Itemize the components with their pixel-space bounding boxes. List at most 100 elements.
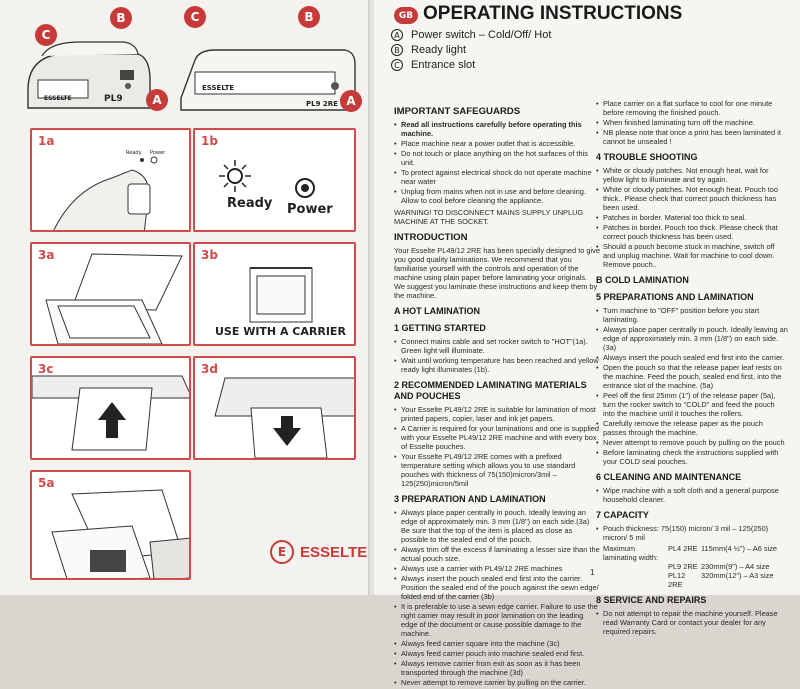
safeguard-item: Read all instructions carefully before o…: [394, 120, 600, 138]
manual-spread: C B A ESSELTE PL9 C B A ESSELTE PL9 2RE …: [0, 0, 800, 595]
list-item: Always remove carrier from exit as soon …: [394, 659, 600, 677]
list-item: Do not attempt to repair the machine you…: [596, 609, 788, 636]
cleaning-title: 6 CLEANING AND MAINTENANCE: [596, 472, 742, 482]
callout-a: A: [146, 89, 168, 111]
preparation-title: 3 PREPARATION AND LAMINATION: [394, 494, 546, 504]
capacity-thickness: Pouch thickness: 75(150) micron/ 3 mil –…: [596, 524, 788, 542]
list-item: Your Esselte PL49/12 2RE comes with a pr…: [394, 452, 600, 488]
cold-lamination-title: B COLD LAMINATION: [596, 275, 689, 285]
callout-b: B: [110, 7, 132, 29]
pouch-illustration: [45, 253, 183, 344]
panel-3d-label: 3d: [201, 362, 218, 376]
list-item: Always use a carrier with PL49/12 2RE ma…: [394, 564, 600, 573]
list-item: NB please note that once a print has bee…: [596, 128, 788, 146]
safeguard-item: Unplug from mains when not in use and be…: [394, 187, 600, 205]
callout-a-large: A: [340, 90, 362, 112]
panel-1a-ready-label: Ready: [126, 150, 142, 156]
ready-text: Ready: [227, 196, 273, 211]
panel-1a-label: 1a: [38, 134, 55, 148]
list-item: Always insert the pouch sealed end first…: [596, 353, 788, 362]
list-item: Place carrier on a flat surface to cool …: [596, 99, 788, 117]
use-with-carrier-text: USE WITH A CARRIER: [215, 325, 346, 338]
list-item: Wait until working temperature has been …: [394, 356, 600, 374]
list-item: Connect mains cable and set rocker switc…: [394, 337, 600, 355]
cold-preparation-title: 5 PREPARATIONS AND LAMINATION: [596, 292, 754, 302]
panel-1a: 1a Ready Power: [30, 128, 191, 232]
list-item: White or cloudy patches. Not enough heat…: [596, 185, 788, 212]
legend-label-c: Entrance slot: [411, 59, 476, 71]
capacity-title: 7 CAPACITY: [596, 510, 649, 520]
machine-brand-label-small: ESSELTE: [44, 95, 72, 102]
panel-3c: 3c: [30, 356, 191, 460]
power-text: Power: [287, 202, 333, 217]
getting-started-list: Connect mains cable and set rocker switc…: [394, 337, 600, 374]
instructions-column-right: Place carrier on a flat surface to cool …: [596, 99, 788, 638]
getting-started-title: 1 GETTING STARTED: [394, 323, 486, 333]
list-item: Always feed carrier pouch into machine s…: [394, 649, 600, 658]
legend-letter-b: B: [391, 44, 403, 56]
list-item: Never attempt to remove carrier by pulli…: [394, 678, 600, 687]
list-item: Always trim off the excess if laminating…: [394, 545, 600, 563]
hot-lamination-title: A HOT LAMINATION: [394, 306, 480, 316]
capacity-model: PL12 2RE: [668, 571, 686, 589]
esselte-logo-mark: E: [270, 540, 294, 564]
list-item: Never attempt to remove pouch by pulling…: [596, 438, 788, 447]
safeguards-title: IMPORTANT SAFEGUARDS: [394, 106, 521, 117]
panel-1b: 1b Ready Power: [193, 128, 356, 232]
legend-item-b: B Ready light: [391, 44, 466, 56]
capacity-model: PL4 2RE: [668, 544, 698, 553]
list-item: Your Esselte PL49/12 2RE is suitable for…: [394, 405, 600, 423]
panel-5a-label: 5a: [38, 476, 55, 490]
page-number: 1: [590, 568, 595, 577]
legend-letter-c: C: [391, 59, 403, 71]
list-item: Always insert the pouch sealed end first…: [394, 574, 600, 601]
cold-lamination-illustration: [51, 489, 189, 578]
panel-3a-label: 3a: [38, 248, 55, 262]
intro-title: INTRODUCTION: [394, 232, 468, 243]
instructions-column-left: IMPORTANT SAFEGUARDS Read all instructio…: [394, 100, 600, 689]
list-item: Turn machine to "OFF" position before yo…: [596, 306, 788, 324]
small-laminator-illustration: [27, 41, 151, 109]
page-title: OPERATING INSTRUCTIONS: [423, 3, 683, 24]
capacity-value: 230mm(9") – A4 size: [701, 562, 770, 571]
capacity-table: Maximum laminating width: PL4 2RE 115mm(…: [596, 544, 788, 589]
list-item: Carefully remove the release paper as th…: [596, 419, 788, 437]
list-item: Patches in border. Material too thick to…: [596, 213, 788, 222]
esselte-wordmark: ESSELTE: [300, 543, 368, 561]
cleaning-list: Wipe machine with a soft cloth and a gen…: [596, 486, 788, 504]
list-item: Always feed carrier square into the mach…: [394, 639, 600, 648]
esselte-logo: E ESSELTE: [270, 540, 367, 564]
panel-3b: 3b USE WITH A CARRIER: [193, 242, 356, 346]
right-page-instructions: GB OPERATING INSTRUCTIONS A Power switch…: [374, 0, 800, 687]
legend-label-a: Power switch – Cold/Off/ Hot: [411, 29, 552, 41]
callout-b-large: B: [298, 6, 320, 28]
cold-preparation-list: Turn machine to "OFF" position before yo…: [596, 306, 788, 466]
carrier-illustration: [249, 267, 313, 323]
list-item: White or cloudy patches. Not enough heat…: [596, 166, 788, 184]
feed-carrier-illustration: [32, 375, 189, 451]
safeguard-item: Place machine near a power outlet that i…: [394, 139, 600, 148]
legend-label-b: Ready light: [411, 44, 467, 56]
continued-list: Place carrier on a flat surface to cool …: [596, 99, 788, 146]
model-label-large: PL9 2RE: [306, 100, 338, 108]
list-item: Always place paper centrally in pouch. I…: [394, 508, 600, 544]
list-item: Peel off the first 25mm (1") of the rele…: [596, 391, 788, 418]
list-item: Wipe machine with a soft cloth and a gen…: [596, 486, 788, 504]
page-gutter: [368, 0, 376, 595]
legend-item-c: C Entrance slot: [391, 59, 475, 71]
capacity-value: 320mm(12") – A3 size: [701, 571, 774, 580]
safeguard-item: To protect against electrical shock do n…: [394, 168, 600, 186]
ready-light-icon: [219, 160, 315, 198]
materials-list: Your Esselte PL49/12 2RE is suitable for…: [394, 405, 600, 488]
capacity-list: Pouch thickness: 75(150) micron/ 3 mil –…: [596, 524, 788, 542]
materials-title: 2 RECOMMENDED LAMINATING MATERIALS AND P…: [394, 380, 587, 401]
list-item: It is preferable to use a sewn edge carr…: [394, 602, 600, 638]
panel-1a-power-label: Power: [150, 150, 166, 156]
capacity-width-label: Maximum laminating width:: [603, 544, 659, 562]
panel-3c-label: 3c: [38, 362, 54, 376]
large-laminator-illustration: [180, 49, 356, 111]
left-page-illustrations: C B A ESSELTE PL9 C B A ESSELTE PL9 2RE …: [0, 0, 372, 595]
trouble-shooting-list: White or cloudy patches. Not enough heat…: [596, 166, 788, 269]
safeguard-item: Do not touch or place anything on the ho…: [394, 149, 600, 167]
list-item: When finished laminating turn off the ma…: [596, 118, 788, 127]
